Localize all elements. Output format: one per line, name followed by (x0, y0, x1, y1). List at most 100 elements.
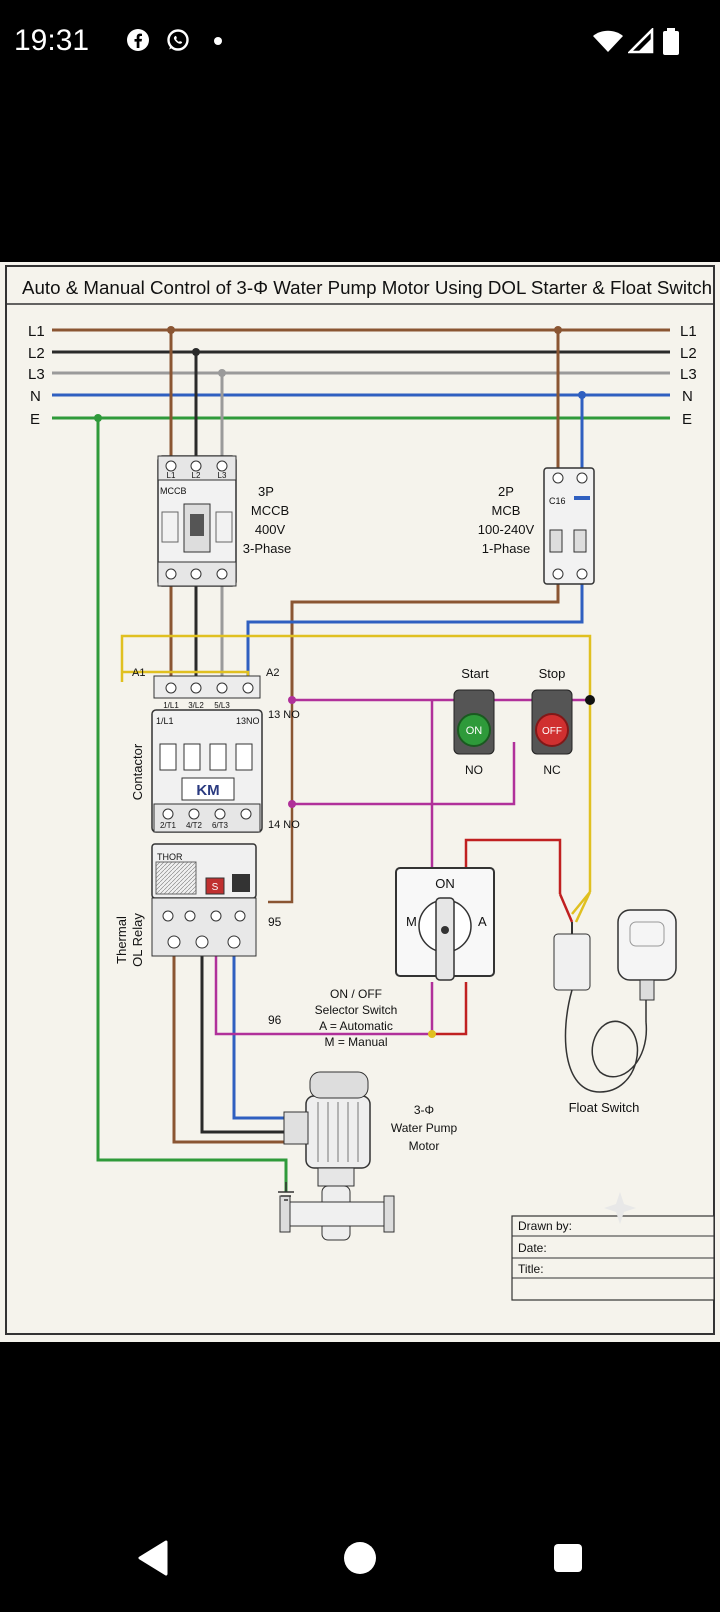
mccb-breaker: L1 L2 L3 MCCB (157, 455, 237, 587)
bus-label-L1: L1 (28, 323, 45, 340)
whatsapp-icon (167, 29, 189, 51)
svg-text:NO: NO (465, 763, 483, 777)
wire-brown-95 (268, 700, 294, 904)
mccb-caption: 3P MCCB 400V 3-Phase (243, 484, 291, 556)
title-block-drawn-by: Drawn by: (518, 1219, 572, 1233)
contactor-13no: 13 NO (268, 709, 300, 721)
svg-text:Motor: Motor (409, 1139, 440, 1153)
status-bar: 19:31 (0, 0, 720, 90)
control-wiring (120, 634, 592, 1036)
bus-label-L1-right: L1 (680, 323, 697, 340)
svg-text:1-Phase: 1-Phase (482, 541, 530, 556)
svg-text:ON: ON (466, 725, 483, 737)
bus-label-E-right: E (682, 411, 692, 428)
bus-label-L3-right: L3 (680, 366, 697, 383)
diagram-title: Auto & Manual Control of 3-Φ Water Pump … (22, 278, 712, 298)
svg-text:OFF: OFF (542, 726, 562, 737)
bus-label-L3: L3 (28, 366, 45, 383)
facebook-icon (127, 29, 149, 51)
mcb-tag: C16 (549, 496, 566, 506)
wire-mcb-neutral-out (246, 578, 584, 682)
float-switch (553, 891, 677, 1093)
notification-dot-icon (214, 37, 222, 45)
wifi-icon (593, 30, 623, 52)
svg-text:ON: ON (435, 876, 455, 891)
overload-labels: Thermal OL Relay 95 96 (114, 913, 282, 1027)
svg-text:6/T3: 6/T3 (212, 821, 229, 830)
svg-text:M = Manual: M = Manual (324, 1035, 387, 1049)
svg-text:3-Phase: 3-Phase (243, 541, 291, 556)
power-wiring (96, 330, 584, 1192)
battery-icon (663, 28, 679, 55)
svg-text:A: A (478, 914, 487, 929)
svg-text:4/T2: 4/T2 (186, 821, 203, 830)
mcb-caption: 2P MCB 100-240V 1-Phase (478, 484, 535, 556)
stop-pushbutton: Stop OFF NC (531, 666, 573, 777)
svg-text:Stop: Stop (539, 666, 566, 681)
svg-text:3P: 3P (258, 484, 274, 499)
wiring-diagram: Auto & Manual Control of 3-Φ Water Pump … (5, 265, 715, 1335)
contactor-side-label: Contactor (130, 743, 145, 800)
svg-text:13NO: 13NO (236, 716, 260, 726)
home-icon[interactable] (340, 1538, 380, 1578)
svg-text:ON / OFF: ON / OFF (330, 987, 382, 1001)
sparkle-icon (604, 1192, 636, 1224)
wire-motor-L3 (232, 952, 300, 1120)
svg-text:1/L1: 1/L1 (163, 701, 179, 710)
pump-motor (279, 1071, 395, 1241)
navigation-bar (0, 1520, 720, 1612)
bus-label-N-right: N (682, 388, 693, 405)
bus-label-L2: L2 (28, 345, 45, 362)
wire-magenta-96 (214, 952, 434, 1036)
wire-yellow-control (120, 634, 592, 892)
junction-dots (94, 326, 586, 422)
status-time: 19:31 (14, 24, 90, 57)
mccb-tag: MCCB (160, 486, 187, 496)
contactor-14no: 14 NO (268, 819, 300, 831)
svg-text:400V: 400V (255, 522, 286, 537)
recents-icon[interactable] (550, 1538, 586, 1578)
bus-labels-left: L1 L2 L3 N E (28, 323, 45, 428)
float-switch-label: Float Switch (569, 1100, 640, 1115)
selector-caption: ON / OFF Selector Switch A = Automatic M… (315, 987, 398, 1049)
svg-text:3/L2: 3/L2 (188, 701, 204, 710)
svg-text:MCCB: MCCB (251, 503, 289, 518)
contactor-a1: A1 (132, 667, 145, 679)
svg-text:100-240V: 100-240V (478, 522, 535, 537)
svg-text:A = Automatic: A = Automatic (319, 1019, 393, 1033)
svg-text:Selector Switch: Selector Switch (315, 1003, 398, 1017)
thermal-overload-relay: THOR S (151, 843, 257, 957)
mccb-term-1: L1 (167, 471, 176, 480)
mccb-term-2: L2 (192, 471, 201, 480)
contactor-labels: A1 A2 13 NO 14 NO Contactor (130, 667, 300, 831)
back-icon[interactable] (134, 1538, 170, 1578)
svg-text:3-Φ: 3-Φ (414, 1103, 434, 1117)
svg-text:Thermal: Thermal (114, 916, 129, 964)
svg-text:MCB: MCB (492, 503, 521, 518)
drawing-border (5, 265, 715, 1335)
bus-label-N: N (30, 388, 41, 405)
signal-icon (628, 28, 654, 54)
svg-text:2P: 2P (498, 484, 514, 499)
svg-text:OL Relay: OL Relay (130, 913, 145, 967)
image-viewer[interactable]: Auto & Manual Control of 3-Φ Water Pump … (0, 262, 720, 1342)
title-block: Drawn by: Date: Title: (511, 1215, 715, 1301)
svg-text:Water Pump: Water Pump (391, 1121, 458, 1135)
start-pushbutton: Start ON NO (453, 666, 495, 777)
svg-text:Start: Start (461, 666, 489, 681)
svg-text:NC: NC (543, 763, 561, 777)
contactor-a2: A2 (266, 667, 279, 679)
bus-label-E: E (30, 411, 40, 428)
wire-red-float (464, 838, 562, 894)
title-block-title: Title: (518, 1262, 544, 1276)
wire-motor-L2 (200, 952, 300, 1134)
svg-text:5/L3: 5/L3 (214, 701, 230, 710)
contactor: 1/L1 3/L2 5/L3 1/L1 13NO KM 2/T1 4/T2 6/… (151, 675, 263, 833)
bus-lines (52, 328, 670, 420)
svg-text:2/T1: 2/T1 (160, 821, 177, 830)
svg-text:THOR: THOR (157, 852, 183, 862)
overload-95: 95 (268, 915, 282, 929)
overload-96: 96 (268, 1013, 282, 1027)
wire-magenta-14no (292, 742, 516, 806)
mcb-breaker: C16 (543, 467, 595, 585)
